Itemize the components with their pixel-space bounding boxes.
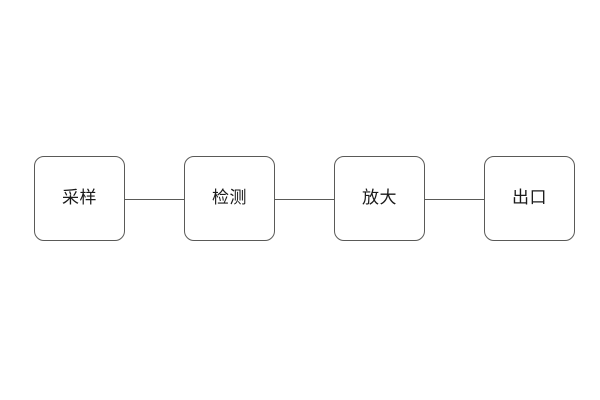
- flow-node-detection[interactable]: 检测: [184, 156, 275, 241]
- connector-line: [125, 198, 184, 200]
- flow-connector-amplification-outlet: [425, 156, 484, 241]
- flow-node-label: 检测: [212, 188, 247, 208]
- flow-node-label: 放大: [362, 188, 397, 208]
- flow-connector-sampling-detection: [125, 156, 184, 241]
- flow-node-outlet[interactable]: 出口: [484, 156, 575, 241]
- flow-chain: 采样 检测 放大 出口: [34, 156, 575, 241]
- flow-node-label: 采样: [62, 188, 97, 208]
- flow-node-sampling[interactable]: 采样: [34, 156, 125, 241]
- flow-node-label: 出口: [512, 188, 547, 208]
- connector-line: [275, 198, 334, 200]
- flow-node-amplification[interactable]: 放大: [334, 156, 425, 241]
- connector-line: [425, 198, 484, 200]
- flow-connector-detection-amplification: [275, 156, 334, 241]
